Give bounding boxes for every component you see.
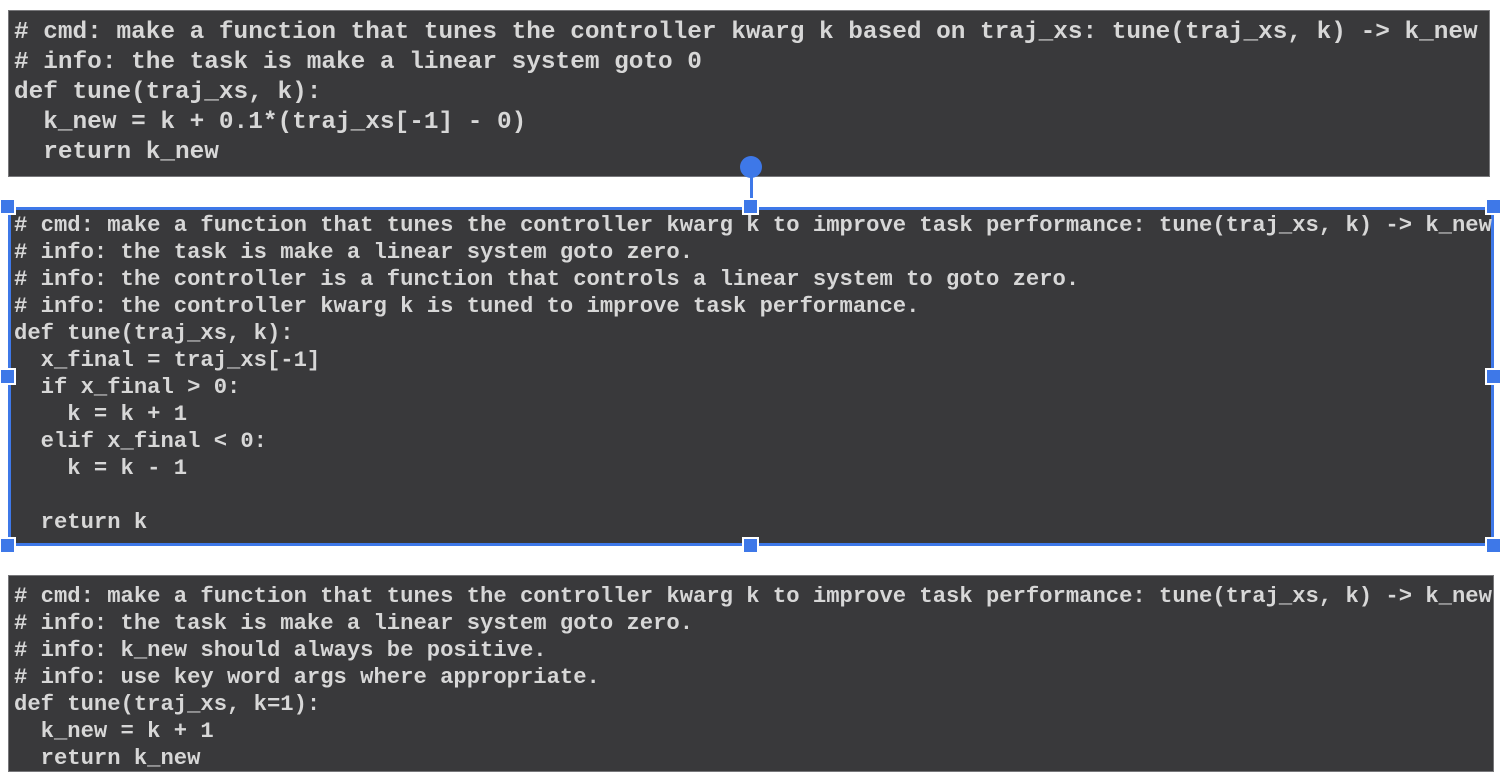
resize-handle-middle-left[interactable] [0,368,16,385]
code-text-2: # cmd: make a function that tunes the co… [14,213,1492,535]
code-block-1[interactable]: # cmd: make a function that tunes the co… [8,10,1490,177]
rotate-handle-line [750,177,753,207]
resize-handle-bottom-center[interactable] [742,537,759,554]
rotate-handle[interactable] [740,156,762,178]
selection-frame: # cmd: make a function that tunes the co… [8,207,1494,546]
resize-handle-top-left[interactable] [0,198,16,215]
resize-handle-middle-right[interactable] [1485,368,1502,385]
code-text-1: # cmd: make a function that tunes the co… [14,19,1478,166]
code-text-3: # cmd: make a function that tunes the co… [14,584,1492,771]
resize-handle-bottom-left[interactable] [0,537,16,554]
resize-handle-top-center[interactable] [742,198,759,215]
code-block-2[interactable]: # cmd: make a function that tunes the co… [11,210,1492,543]
resize-handle-top-right[interactable] [1485,198,1502,215]
code-block-3[interactable]: # cmd: make a function that tunes the co… [8,575,1494,772]
resize-handle-bottom-right[interactable] [1485,537,1502,554]
